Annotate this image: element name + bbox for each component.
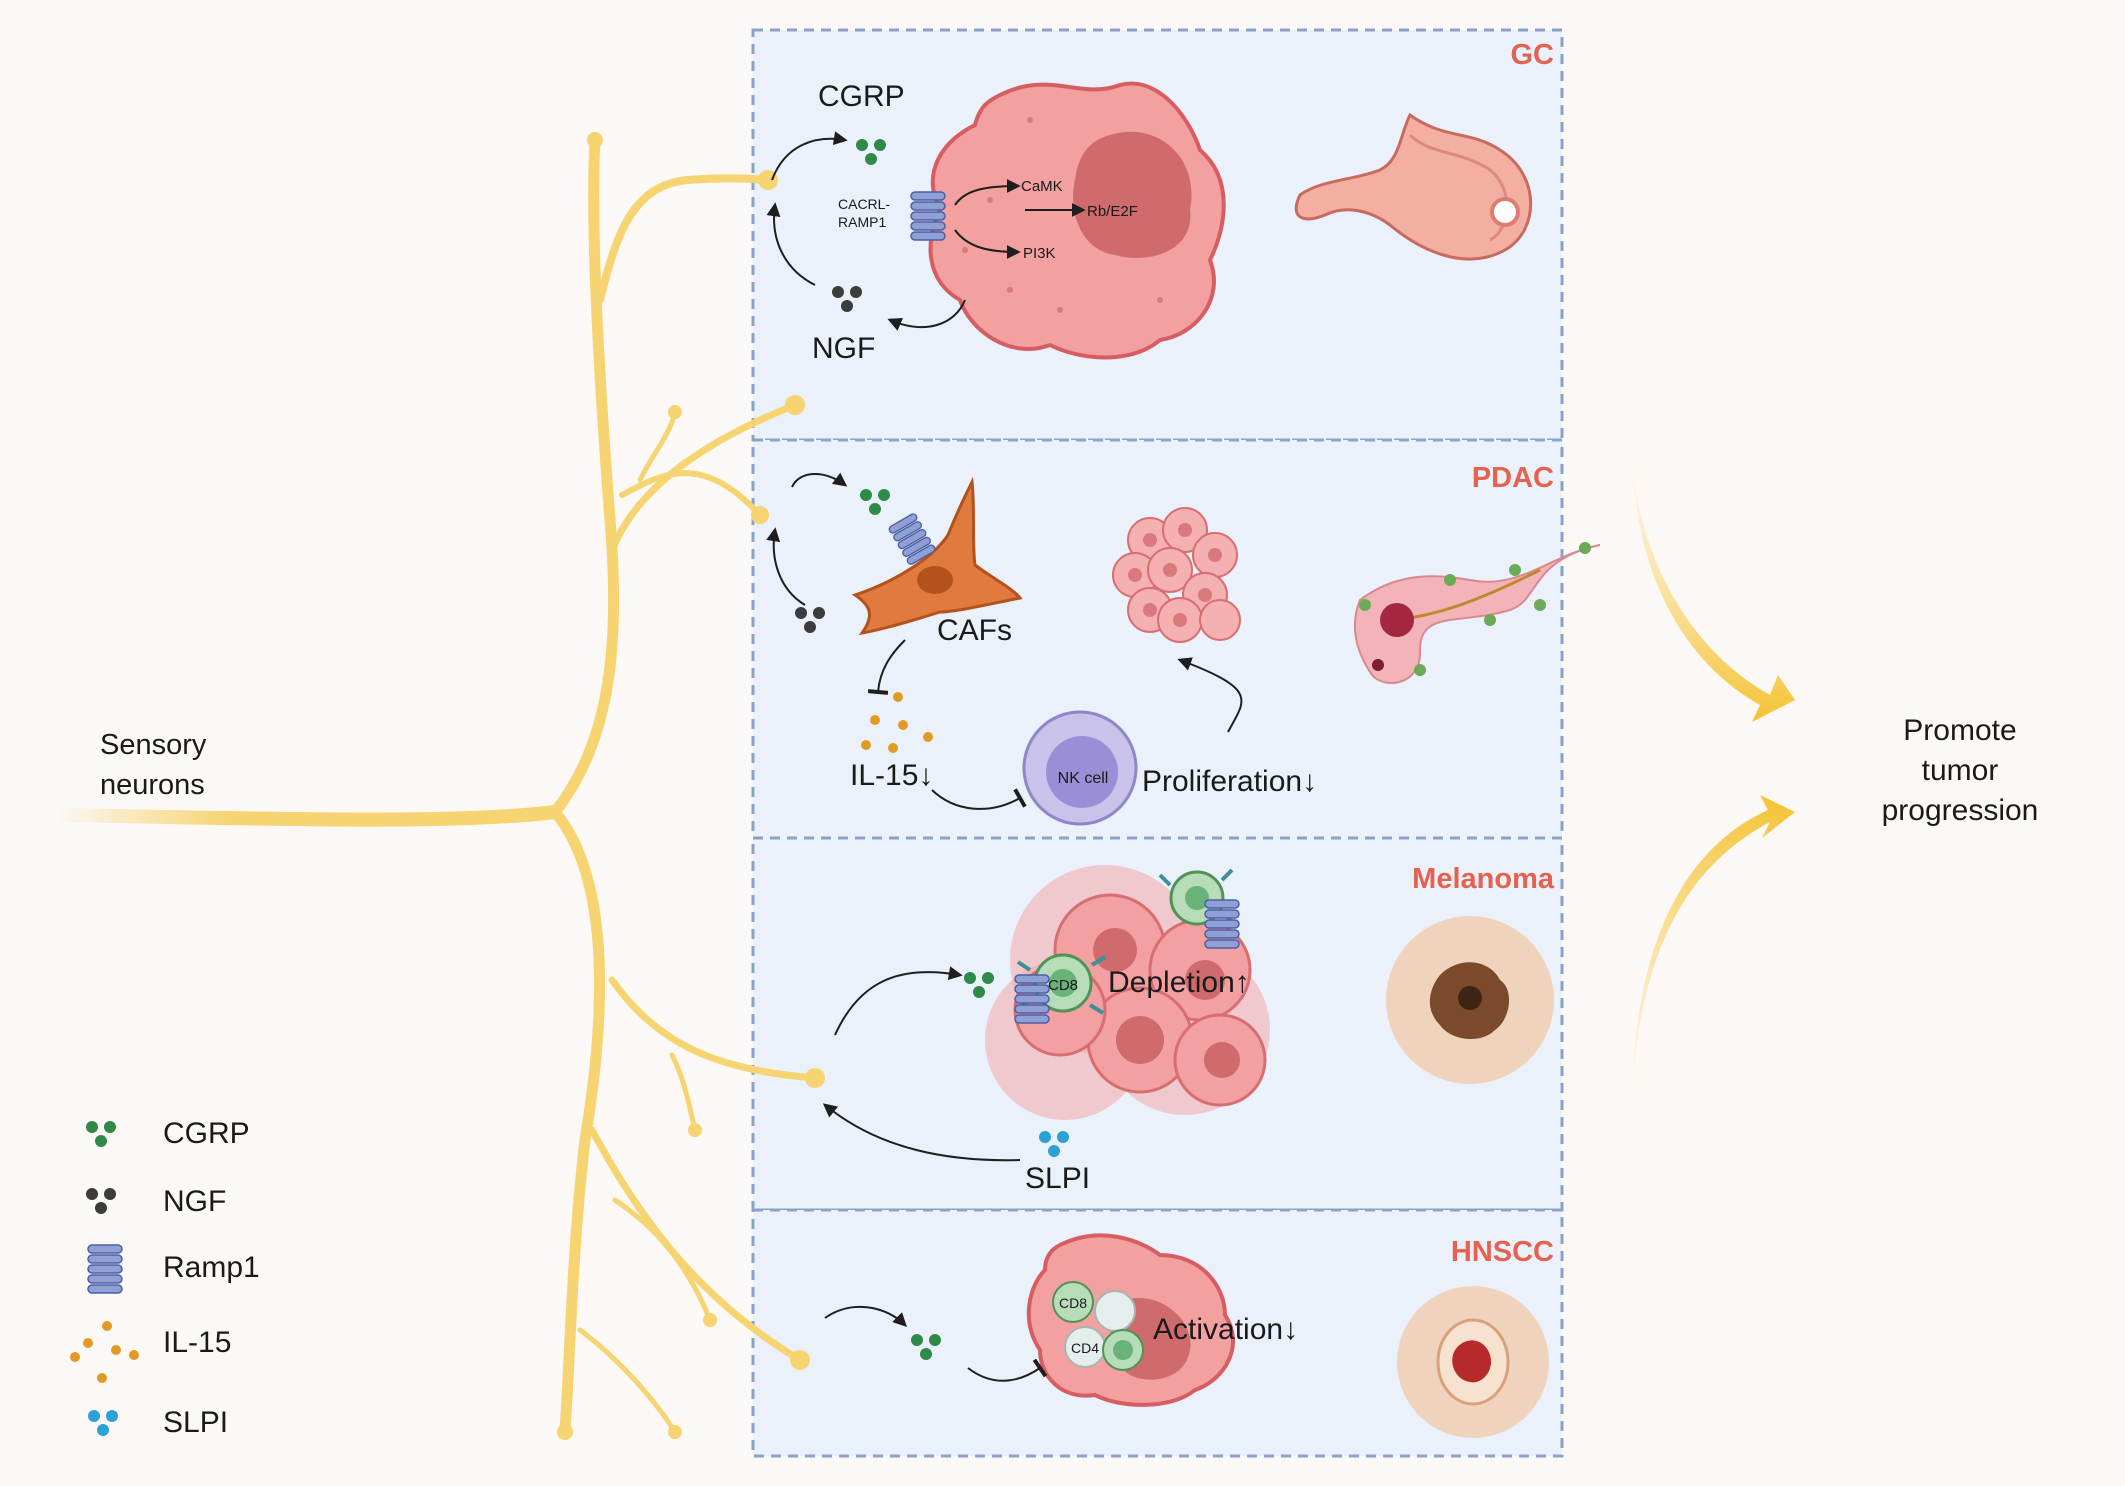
outcome-label-line2: tumor — [1922, 754, 1999, 787]
panel-title-pdac: PDAC — [1472, 462, 1554, 494]
promote-arrow-bottom — [1632, 795, 1795, 1095]
hnscc-t-cells — [1052, 1281, 1144, 1371]
panel-title-gc: GC — [1511, 39, 1555, 71]
panel-pdac — [751, 438, 1564, 840]
legend-slpi-label: SLPI — [163, 1406, 228, 1439]
slpi-label: SLPI — [1025, 1162, 1090, 1195]
pdac-signal-arrows — [766, 472, 1243, 733]
pancreas-icon — [1353, 542, 1601, 684]
legend-cgrp-label: CGRP — [163, 1117, 250, 1150]
nk-cell-label: NK cell — [1058, 770, 1109, 787]
depletion-label: Depletion↑ — [1108, 966, 1250, 999]
stomach-icon — [1294, 112, 1533, 261]
promote-arrow-top — [1632, 460, 1795, 722]
hnscc-signal-arrows — [824, 1305, 1048, 1382]
gc-pathway-camk: CaMK — [1021, 178, 1063, 195]
gc-pathway-pi3k: PI3K — [1023, 245, 1056, 262]
legend-ramp1-icon — [87, 1244, 123, 1294]
pdac-il15-dots — [861, 692, 933, 753]
melanoma-cd8-label: CD8 — [1048, 977, 1078, 994]
legend-cgrp-icon — [86, 1121, 116, 1147]
legend-ngf-label: NGF — [163, 1185, 226, 1218]
legend-ramp1-label: Ramp1 — [163, 1251, 260, 1284]
proliferation-label: Proliferation↓ — [1142, 765, 1317, 798]
hnscc-cd4-label: CD4 — [1071, 1340, 1099, 1356]
melanoma-t-cells — [1014, 868, 1240, 1024]
gc-pathway-rb-e2f: Rb/E2F — [1087, 203, 1138, 220]
gc-receptor-label-line2: RAMP1 — [838, 214, 886, 230]
gc-cgrp-label: CGRP — [818, 80, 905, 113]
sensory-nerve-tree — [48, 132, 825, 1440]
hnscc-cd8-label: CD8 — [1059, 1295, 1087, 1311]
gc-signal-arrows — [766, 131, 966, 331]
pdac-inhibition-arrows — [867, 639, 1027, 810]
gc-ngf-label: NGF — [812, 332, 875, 365]
legend-il15-label: IL-15 — [163, 1326, 231, 1359]
nk-cell — [1022, 710, 1138, 826]
il15-label: IL-15↓ — [850, 759, 933, 792]
panel-title-hnscc: HNSCC — [1451, 1236, 1554, 1268]
legend: CGRP NGF Ramp1 IL-15 SLPI — [70, 1117, 260, 1439]
oral-lesion-icon — [1397, 1286, 1549, 1438]
outcome-label-line1: Promote — [1903, 714, 2016, 747]
sensory-neurons-label-line1: Sensory — [100, 729, 207, 761]
melanoma-signal-arrows — [822, 966, 1021, 1162]
melanoma-skin-icon — [1386, 916, 1554, 1084]
pdac-tumor-nuclei — [1128, 523, 1222, 627]
sensory-neurons-label-line2: neurons — [100, 769, 205, 801]
legend-il15-icon — [70, 1321, 139, 1383]
outcome-label-line3: progression — [1882, 794, 2039, 827]
gc-tumor-cell — [928, 81, 1226, 360]
caf-cell — [851, 476, 1023, 636]
panel-title-melanoma: Melanoma — [1412, 863, 1555, 895]
gc-pathway-arrows — [954, 179, 1086, 259]
legend-ngf-icon — [86, 1188, 116, 1214]
gc-receptor — [910, 191, 946, 241]
legend-slpi-icon — [88, 1410, 118, 1436]
activation-label: Activation↓ — [1153, 1313, 1298, 1346]
cafs-label: CAFs — [937, 614, 1012, 647]
gc-receptor-label-line1: CACRL- — [838, 196, 890, 212]
